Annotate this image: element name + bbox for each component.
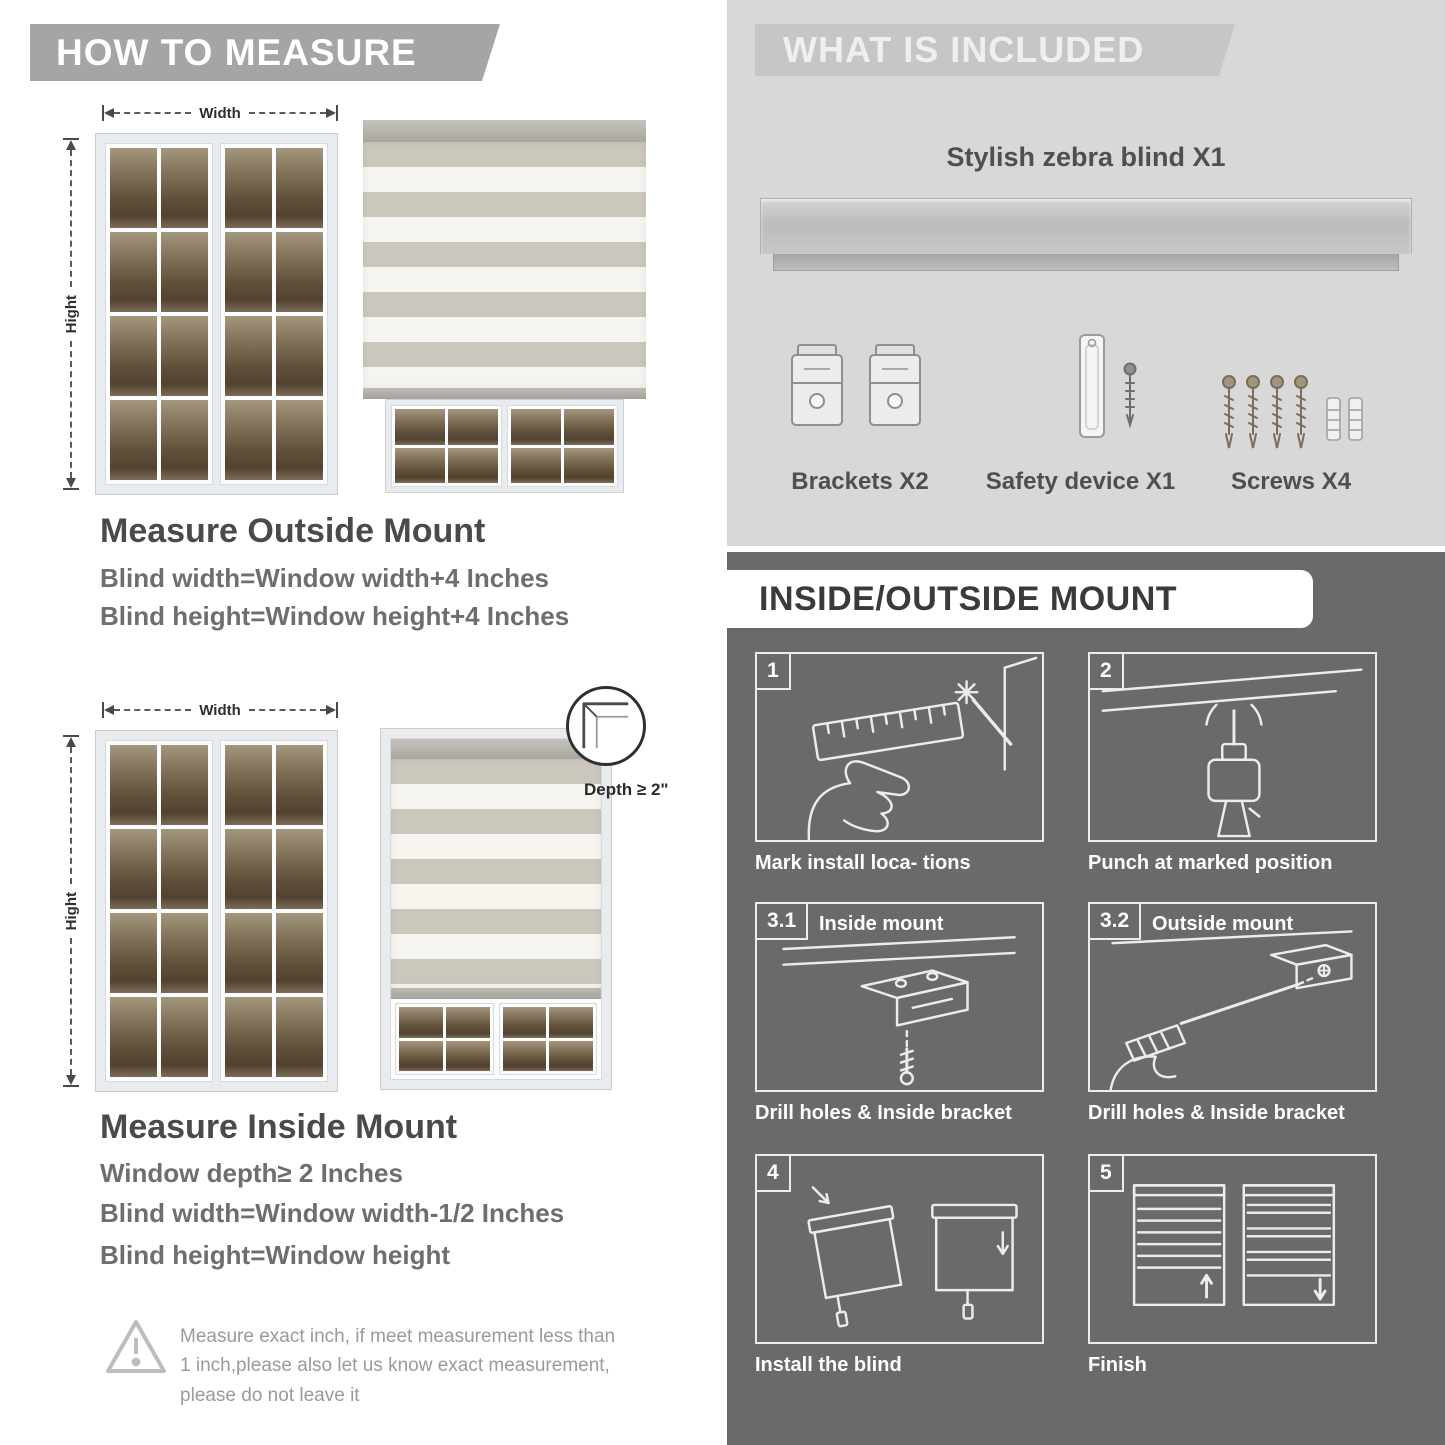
outside-mount-width-formula: Blind width=Window width+4 Inches (100, 563, 549, 593)
mount-instructions-section (727, 552, 1445, 1445)
screws-icon (1215, 372, 1373, 464)
step-3-1-number: 3.1 (757, 904, 809, 940)
what-is-included-section (727, 0, 1445, 546)
mount-title: INSIDE/OUTSIDE MOUNT (759, 579, 1178, 618)
safety-device-label: Safety device X1 (985, 468, 1176, 495)
depth-callout-label: Depth ≥ 2" (584, 780, 669, 799)
height-arrow-inside: Hight (62, 735, 80, 1088)
step-panel-2: 2 (1088, 652, 1377, 842)
step-panel-1: 1 (755, 652, 1044, 842)
window-illustration-inside (95, 730, 338, 1092)
screws-label: Screws X4 (1230, 468, 1352, 495)
inside-bracket-illustration (782, 936, 1016, 1086)
step-panel-3-1: 3.1 Inside mount (755, 902, 1044, 1092)
what-is-included-title: WHAT IS INCLUDED (783, 29, 1145, 70)
step-3-1-title: Inside mount (819, 913, 944, 935)
width-arrow-inside: Width (102, 701, 339, 719)
outside-mount-heading: Measure Outside Mount (100, 512, 486, 550)
mark-location-illustration (807, 656, 1038, 840)
measure-warning-text: Measure exact inch, if meet measurement … (180, 1326, 616, 1406)
brackets-icon (782, 338, 938, 440)
step-3-2-number: 3.2 (1090, 904, 1142, 940)
step-panel-4: 4 (755, 1154, 1044, 1344)
outside-mount-height-formula: Blind height=Window height+4 Inches (100, 601, 570, 631)
step-4-number: 4 (757, 1156, 791, 1192)
zebra-blind-illustration-inside (380, 728, 612, 1090)
step-5-number: 5 (1090, 1156, 1124, 1192)
step-3-2-title: Outside mount (1152, 913, 1294, 935)
step-5-caption: Finish (1088, 1354, 1147, 1376)
step-3-2-caption: Drill holes & Inside bracket (1088, 1102, 1345, 1124)
height-arrow-outside: Hight (62, 138, 80, 491)
step-2-number: 2 (1090, 654, 1124, 690)
width-label: Width (199, 701, 241, 719)
step-4-caption: Install the blind (755, 1354, 902, 1376)
what-is-included-header: WHAT IS INCLUDED (755, 24, 1235, 76)
inside-mount-height-formula: Blind height=Window height (100, 1240, 450, 1270)
mount-header: INSIDE/OUTSIDE MOUNT (727, 570, 1313, 628)
headrail-illustration (760, 198, 1412, 271)
width-arrow-outside: Width (102, 104, 339, 122)
window-illustration-outside (95, 133, 338, 495)
install-blind-illustration (807, 1186, 1018, 1328)
zebra-blind-count-label: Stylish zebra blind X1 (946, 142, 1226, 172)
inside-mount-heading: Measure Inside Mount (100, 1108, 458, 1146)
step-panel-5: 5 (1088, 1154, 1377, 1344)
height-label: Hight (62, 891, 80, 931)
inside-mount-width-formula: Blind width=Window width-1/2 Inches (100, 1198, 565, 1228)
step-1-number: 1 (757, 654, 791, 690)
inside-mount-depth-rule: Window depth≥ 2 Inches (100, 1158, 403, 1188)
zebra-blind-illustration-outside (363, 120, 646, 493)
warning-triangle-icon (103, 1316, 169, 1378)
brackets-label: Brackets X2 (791, 468, 929, 495)
step-3-1-caption: Drill holes & Inside bracket (755, 1102, 1012, 1124)
how-to-measure-header: HOW TO MEASURE (30, 24, 500, 81)
width-label: Width (199, 104, 241, 122)
height-label: Hight (62, 294, 80, 334)
how-to-measure-title: HOW TO MEASURE (56, 31, 417, 73)
drill-illustration (1101, 668, 1363, 838)
safety-device-icon (1050, 330, 1160, 444)
step-2-caption: Punch at marked position (1088, 852, 1333, 874)
step-panel-3-2: 3.2 Outside mount (1088, 902, 1377, 1092)
depth-callout-circle (566, 686, 646, 766)
step-1-caption: Mark install loca- tions (755, 852, 971, 874)
finish-blinds-illustration (1132, 1184, 1336, 1307)
outside-bracket-illustration (1109, 930, 1353, 1090)
